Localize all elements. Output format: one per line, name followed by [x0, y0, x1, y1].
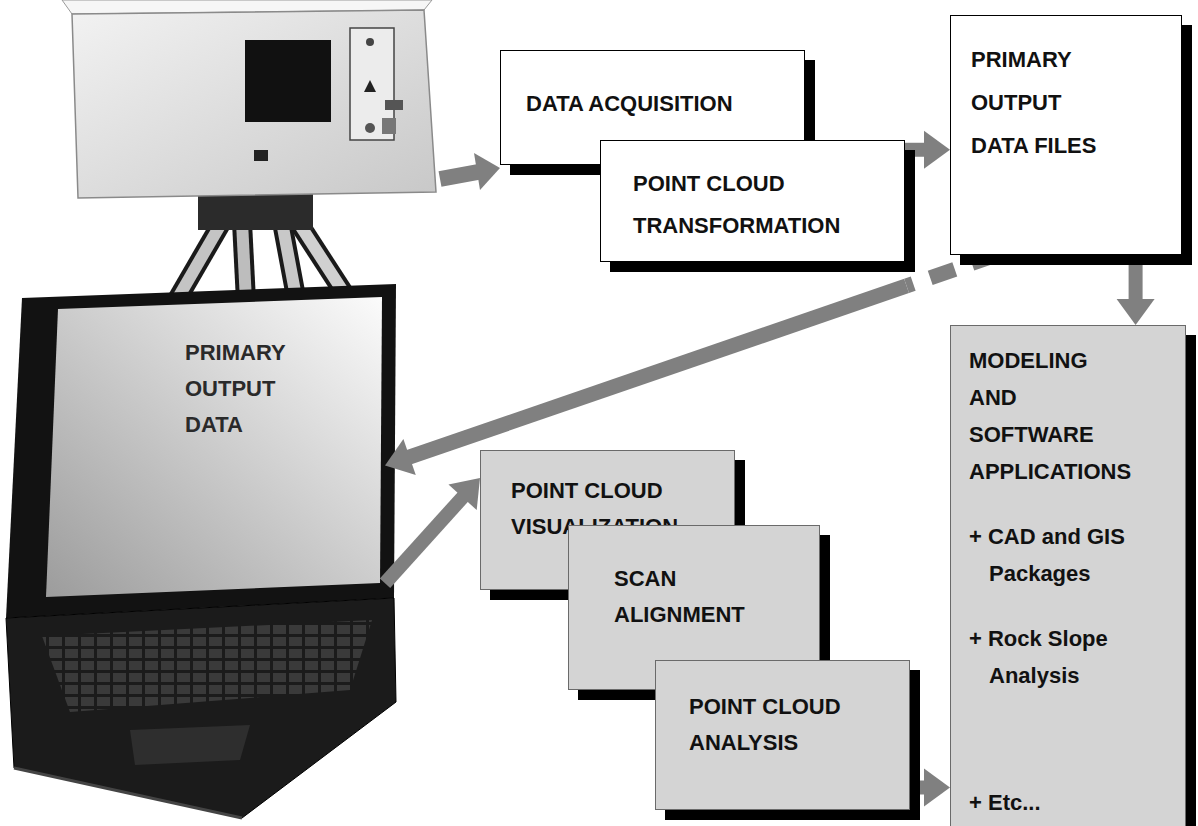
- arrow-shaft: [440, 172, 478, 179]
- arrow-shaft: [385, 496, 464, 583]
- scanner-warning-symbol: [364, 80, 376, 92]
- arrow-shaft: [910, 781, 926, 795]
- laptop-keyboard: [42, 620, 372, 712]
- scanner-button: [254, 150, 268, 161]
- scanner-front: [72, 10, 436, 198]
- node-label: PRIMARY OUTPUT DATA FILES: [971, 38, 1121, 167]
- node-label: PRIMARY OUTPUT DATA: [185, 335, 285, 443]
- arrow-head: [474, 153, 500, 190]
- arrow-shaft: [907, 255, 997, 286]
- arrow-shaft: [1129, 255, 1143, 301]
- laptop-touchpad: [130, 725, 250, 765]
- laptop-edge: [14, 768, 242, 818]
- flow-arrow: [905, 131, 950, 169]
- laptop-base: [6, 598, 396, 818]
- laptop-lid: [6, 284, 396, 618]
- arrow-head: [924, 769, 950, 807]
- list-item: + Etc...: [969, 784, 1149, 821]
- scanner-window: [245, 40, 331, 122]
- list-item: + Rock Slope Analysis: [969, 620, 1149, 694]
- node-label: POINT CLOUD ANALYSIS: [689, 689, 889, 761]
- list-item: + CAD and GIS Packages: [969, 518, 1149, 592]
- node-label: MODELING AND SOFTWARE APPLICATIONS: [969, 342, 1131, 490]
- flow-arrow: [385, 478, 480, 583]
- flow-arrow: [910, 769, 950, 807]
- arrow-shaft: [408, 286, 907, 458]
- scanner-knob: [366, 38, 374, 46]
- process-box: POINT CLOUD ANALYSIS: [655, 660, 910, 810]
- tripod-head: [198, 192, 313, 230]
- process-box: POINT CLOUD TRANSFORMATION: [600, 140, 905, 262]
- application-box: MODELING AND SOFTWARE APPLICATIONS + CAD …: [950, 325, 1186, 826]
- laptop: [6, 284, 396, 818]
- scanner-switch: [382, 118, 396, 134]
- flow-arrow: [440, 153, 500, 190]
- scanner-knob: [365, 123, 375, 133]
- flow-arrow: [1117, 255, 1155, 325]
- laptop-screen: PRIMARY OUTPUT DATA: [40, 295, 385, 605]
- arrow-head: [924, 131, 950, 169]
- node-label: DATA ACQUISITION: [526, 86, 790, 122]
- screen-surface: [46, 297, 382, 597]
- scanner-switch: [385, 100, 403, 110]
- arrow-shaft: [905, 143, 926, 157]
- node-label: SCAN ALIGNMENT: [614, 561, 784, 633]
- flow-arrow: [385, 255, 996, 475]
- node-label: POINT CLOUD TRANSFORMATION: [633, 163, 883, 247]
- laser-scanner: [62, 0, 436, 198]
- output-box: PRIMARY OUTPUT DATA FILES: [950, 15, 1182, 255]
- arrow-head: [1117, 299, 1155, 325]
